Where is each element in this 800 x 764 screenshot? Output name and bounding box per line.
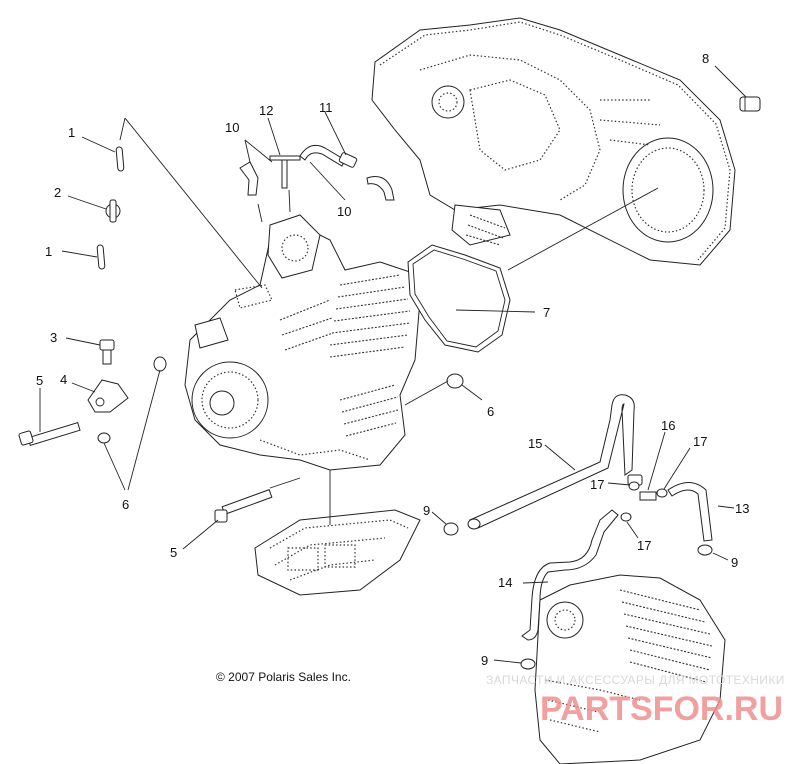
callout-7: 7 (543, 305, 550, 320)
callout-11: 11 (319, 100, 333, 115)
callout-13: 13 (735, 501, 749, 516)
pin-part-1-bottom (61, 244, 106, 270)
callout-4: 4 (60, 372, 67, 387)
callout-1-bottom: 1 (45, 244, 52, 259)
callout-9-bottom: 9 (481, 653, 488, 668)
callout-3: 3 (50, 330, 57, 345)
callout-9-left: 9 (423, 503, 430, 518)
hose-part-15 (467, 394, 635, 530)
callout-10-top: 10 (225, 120, 239, 135)
callout-6-right: 6 (487, 404, 494, 419)
callout-15: 15 (528, 436, 542, 451)
gasket-part-7 (407, 244, 536, 353)
bracket-part-4 (71, 379, 129, 413)
hose-part-14 (521, 509, 619, 641)
callout-6-left: 6 (122, 497, 129, 512)
grommet-part-9 (431, 511, 729, 670)
callout-16: 16 (661, 418, 675, 433)
nut-part-6-right (404, 373, 483, 406)
engine-assembly (184, 214, 421, 471)
clamp-part-2 (67, 195, 121, 223)
callout-10-bottom: 10 (337, 204, 351, 219)
frame-section (254, 470, 421, 596)
callout-5-bottom: 5 (170, 545, 177, 560)
watermark-tagline: ЗАПЧАСТИ И АКСЕССУАРЫ ДЛЯ МОТОТЕХНИКИ (486, 673, 785, 687)
drain-plug-part-8 (714, 65, 761, 112)
bolt-part-5-bottom (182, 477, 301, 550)
bolt-part-5-left (18, 388, 81, 447)
bolt-part-3 (65, 337, 115, 365)
callout-17-top: 17 (693, 434, 707, 449)
watermark-logo: PARTSFOR.RU (540, 690, 783, 728)
callout-17-left: 17 (590, 477, 604, 492)
clamp-part-17 (607, 447, 691, 539)
callout-8: 8 (702, 51, 709, 66)
callout-1-top: 1 (68, 125, 75, 140)
engine-detail-lower-right (534, 574, 726, 764)
callout-5-left: 5 (36, 373, 43, 388)
callout-14: 14 (498, 575, 512, 590)
hose-part-13 (667, 482, 735, 542)
breather-hoses-top (239, 111, 395, 223)
callout-17-bottom: 17 (637, 538, 651, 553)
pin-part-1-top (81, 136, 125, 172)
callout-9-right: 9 (731, 555, 738, 570)
nut-part-6-left (97, 356, 167, 491)
callout-12: 12 (259, 103, 273, 118)
copyright-notice: © 2007 Polaris Sales Inc. (216, 670, 351, 684)
callout-2: 2 (54, 185, 61, 200)
transmission-housing (371, 17, 736, 266)
